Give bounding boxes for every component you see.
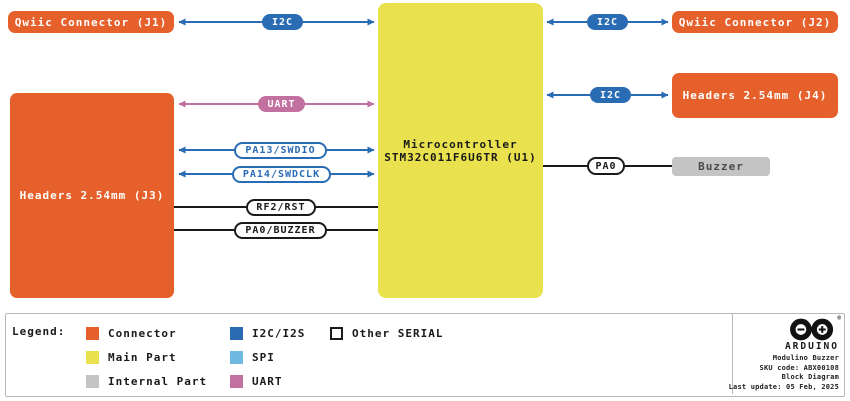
spi-swatch [230, 350, 243, 364]
arduino-logo-icon [790, 318, 834, 341]
mcu-title: Microcontroller [403, 137, 518, 151]
legend-item-label: Connector [108, 326, 177, 340]
last-update: Last update: 05 Feb, 2025 [728, 382, 839, 391]
label-pa0: PA0 [587, 157, 625, 175]
legend-item-label: Internal Part [108, 374, 208, 388]
label-pa14-swdclk: PA14/SWDCLK [232, 166, 331, 183]
legend-item-uart: UART [230, 374, 283, 388]
arduino-wordmark: ARDUINO [784, 341, 839, 352]
label-i2c-j1: I2C [262, 14, 303, 30]
block-qwiic-connector-j1: Qwiic Connector (J1) [8, 11, 174, 33]
legend-item-other-serial: Other SERIAL [330, 326, 443, 340]
block-microcontroller: Microcontroller STM32C011F6U6TR (U1) [378, 3, 543, 298]
block-qwiic-connector-j2: Qwiic Connector (J2) [672, 11, 838, 33]
legend-title: Legend: [12, 325, 66, 338]
legend-item-internal-part: Internal Part [86, 374, 207, 388]
legend-item-label: Other SERIAL [352, 326, 444, 340]
block-headers-j4: Headers 2.54mm (J4) [672, 73, 838, 118]
i2c-swatch [230, 326, 243, 340]
registered-trademark: ® [837, 315, 841, 322]
product-name: Modulino Buzzer [772, 354, 839, 362]
legend-item-connector: Connector [86, 326, 177, 340]
main-part-swatch [86, 350, 99, 364]
legend-item-label: SPI [252, 350, 275, 364]
uart-swatch [230, 374, 243, 388]
label-i2c-j2: I2C [587, 14, 628, 30]
legend-divider [732, 314, 733, 394]
legend-item-label: I2C/I2S [252, 326, 306, 340]
document-info: Modulino Buzzer SKU code: ABX00108 Block… [729, 354, 839, 392]
connector-swatch [86, 326, 99, 340]
mcu-part-number: STM32C011F6U6TR (U1) [384, 150, 537, 164]
legend-item-label: Main Part [108, 350, 177, 364]
label-pa0-buzzer: PA0/BUZZER [234, 222, 327, 239]
block-buzzer: Buzzer [672, 157, 770, 176]
legend-panel [5, 313, 845, 397]
internal-part-swatch [86, 374, 99, 388]
legend-item-spi: SPI [230, 350, 275, 364]
label-uart: UART [258, 96, 305, 112]
legend-item-label: UART [252, 374, 283, 388]
label-i2c-j4: I2C [590, 87, 631, 103]
legend-item-i2c-i2s: I2C/I2S [230, 326, 305, 340]
label-rf2-rst: RF2/RST [246, 199, 316, 216]
other-serial-swatch [330, 326, 343, 340]
legend-item-main-part: Main Part [86, 350, 177, 364]
sku-code: SKU code: ABX00108 [759, 363, 839, 372]
doc-type: Block Diagram [781, 373, 839, 382]
label-pa13-swdio: PA13/SWDIO [234, 142, 327, 159]
block-headers-j3: Headers 2.54mm (J3) [10, 93, 174, 298]
